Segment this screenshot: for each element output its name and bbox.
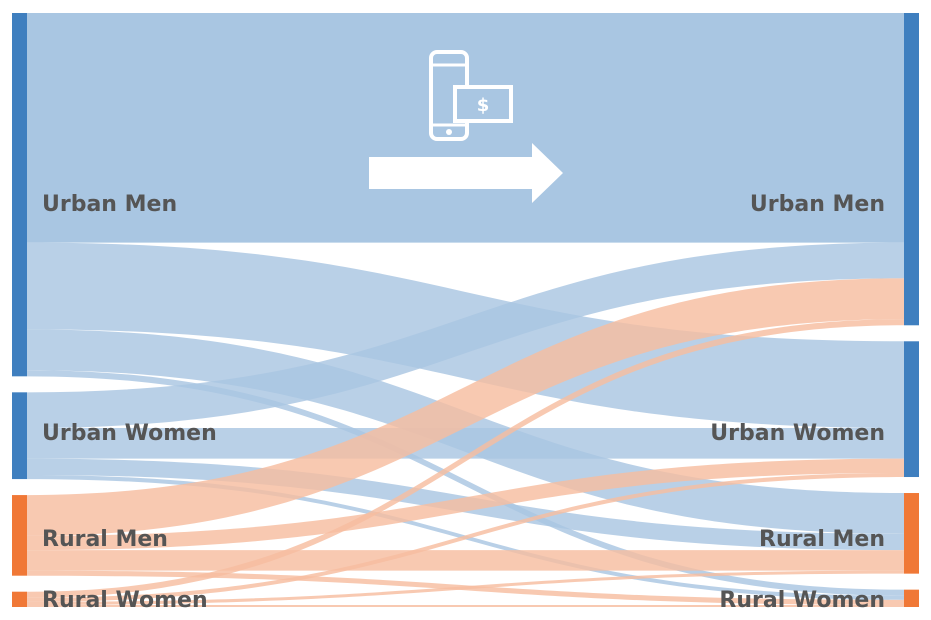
flow-um-to-rw [27,370,904,596]
flow-rw-to-rm [27,570,904,605]
flow-rm-to-um [27,278,904,536]
left-label-rural-men: Rural Men [42,527,168,552]
mobile-money-transfer-icon: $ [429,50,513,141]
flow-layer [27,13,904,607]
flow-uw-to-um [27,242,904,429]
left-node-bar-um [12,13,27,377]
left-label-urban-women: Urban Women [42,421,217,446]
right-label-rural-men: Rural Men [759,527,885,552]
flow-rw-to-uw [27,472,904,602]
right-node-bar-uw [904,341,919,478]
right-arrow-icon [369,143,563,203]
flow-uw-to-uw [27,428,904,459]
right-node-bar-rw [904,589,919,607]
flow-rm-to-rm [27,550,904,571]
right-label-urban-women: Urban Women [710,421,885,446]
right-node-bar-rm [904,493,919,574]
flow-rw-to-rw [27,604,904,607]
node-layer [12,13,919,607]
flow-rm-to-uw [27,458,904,551]
left-node-bar-rw [12,591,27,607]
left-label-rural-women: Rural Women [42,588,208,613]
right-label-urban-men: Urban Men [750,192,885,217]
svg-text:$: $ [477,95,490,116]
right-label-rural-women: Rural Women [719,588,885,613]
left-node-bar-uw [12,392,27,480]
flow-rw-to-um [27,319,904,598]
right-node-bar-um [904,13,919,326]
left-label-urban-men: Urban Men [42,192,177,217]
left-node-bar-rm [12,495,27,576]
